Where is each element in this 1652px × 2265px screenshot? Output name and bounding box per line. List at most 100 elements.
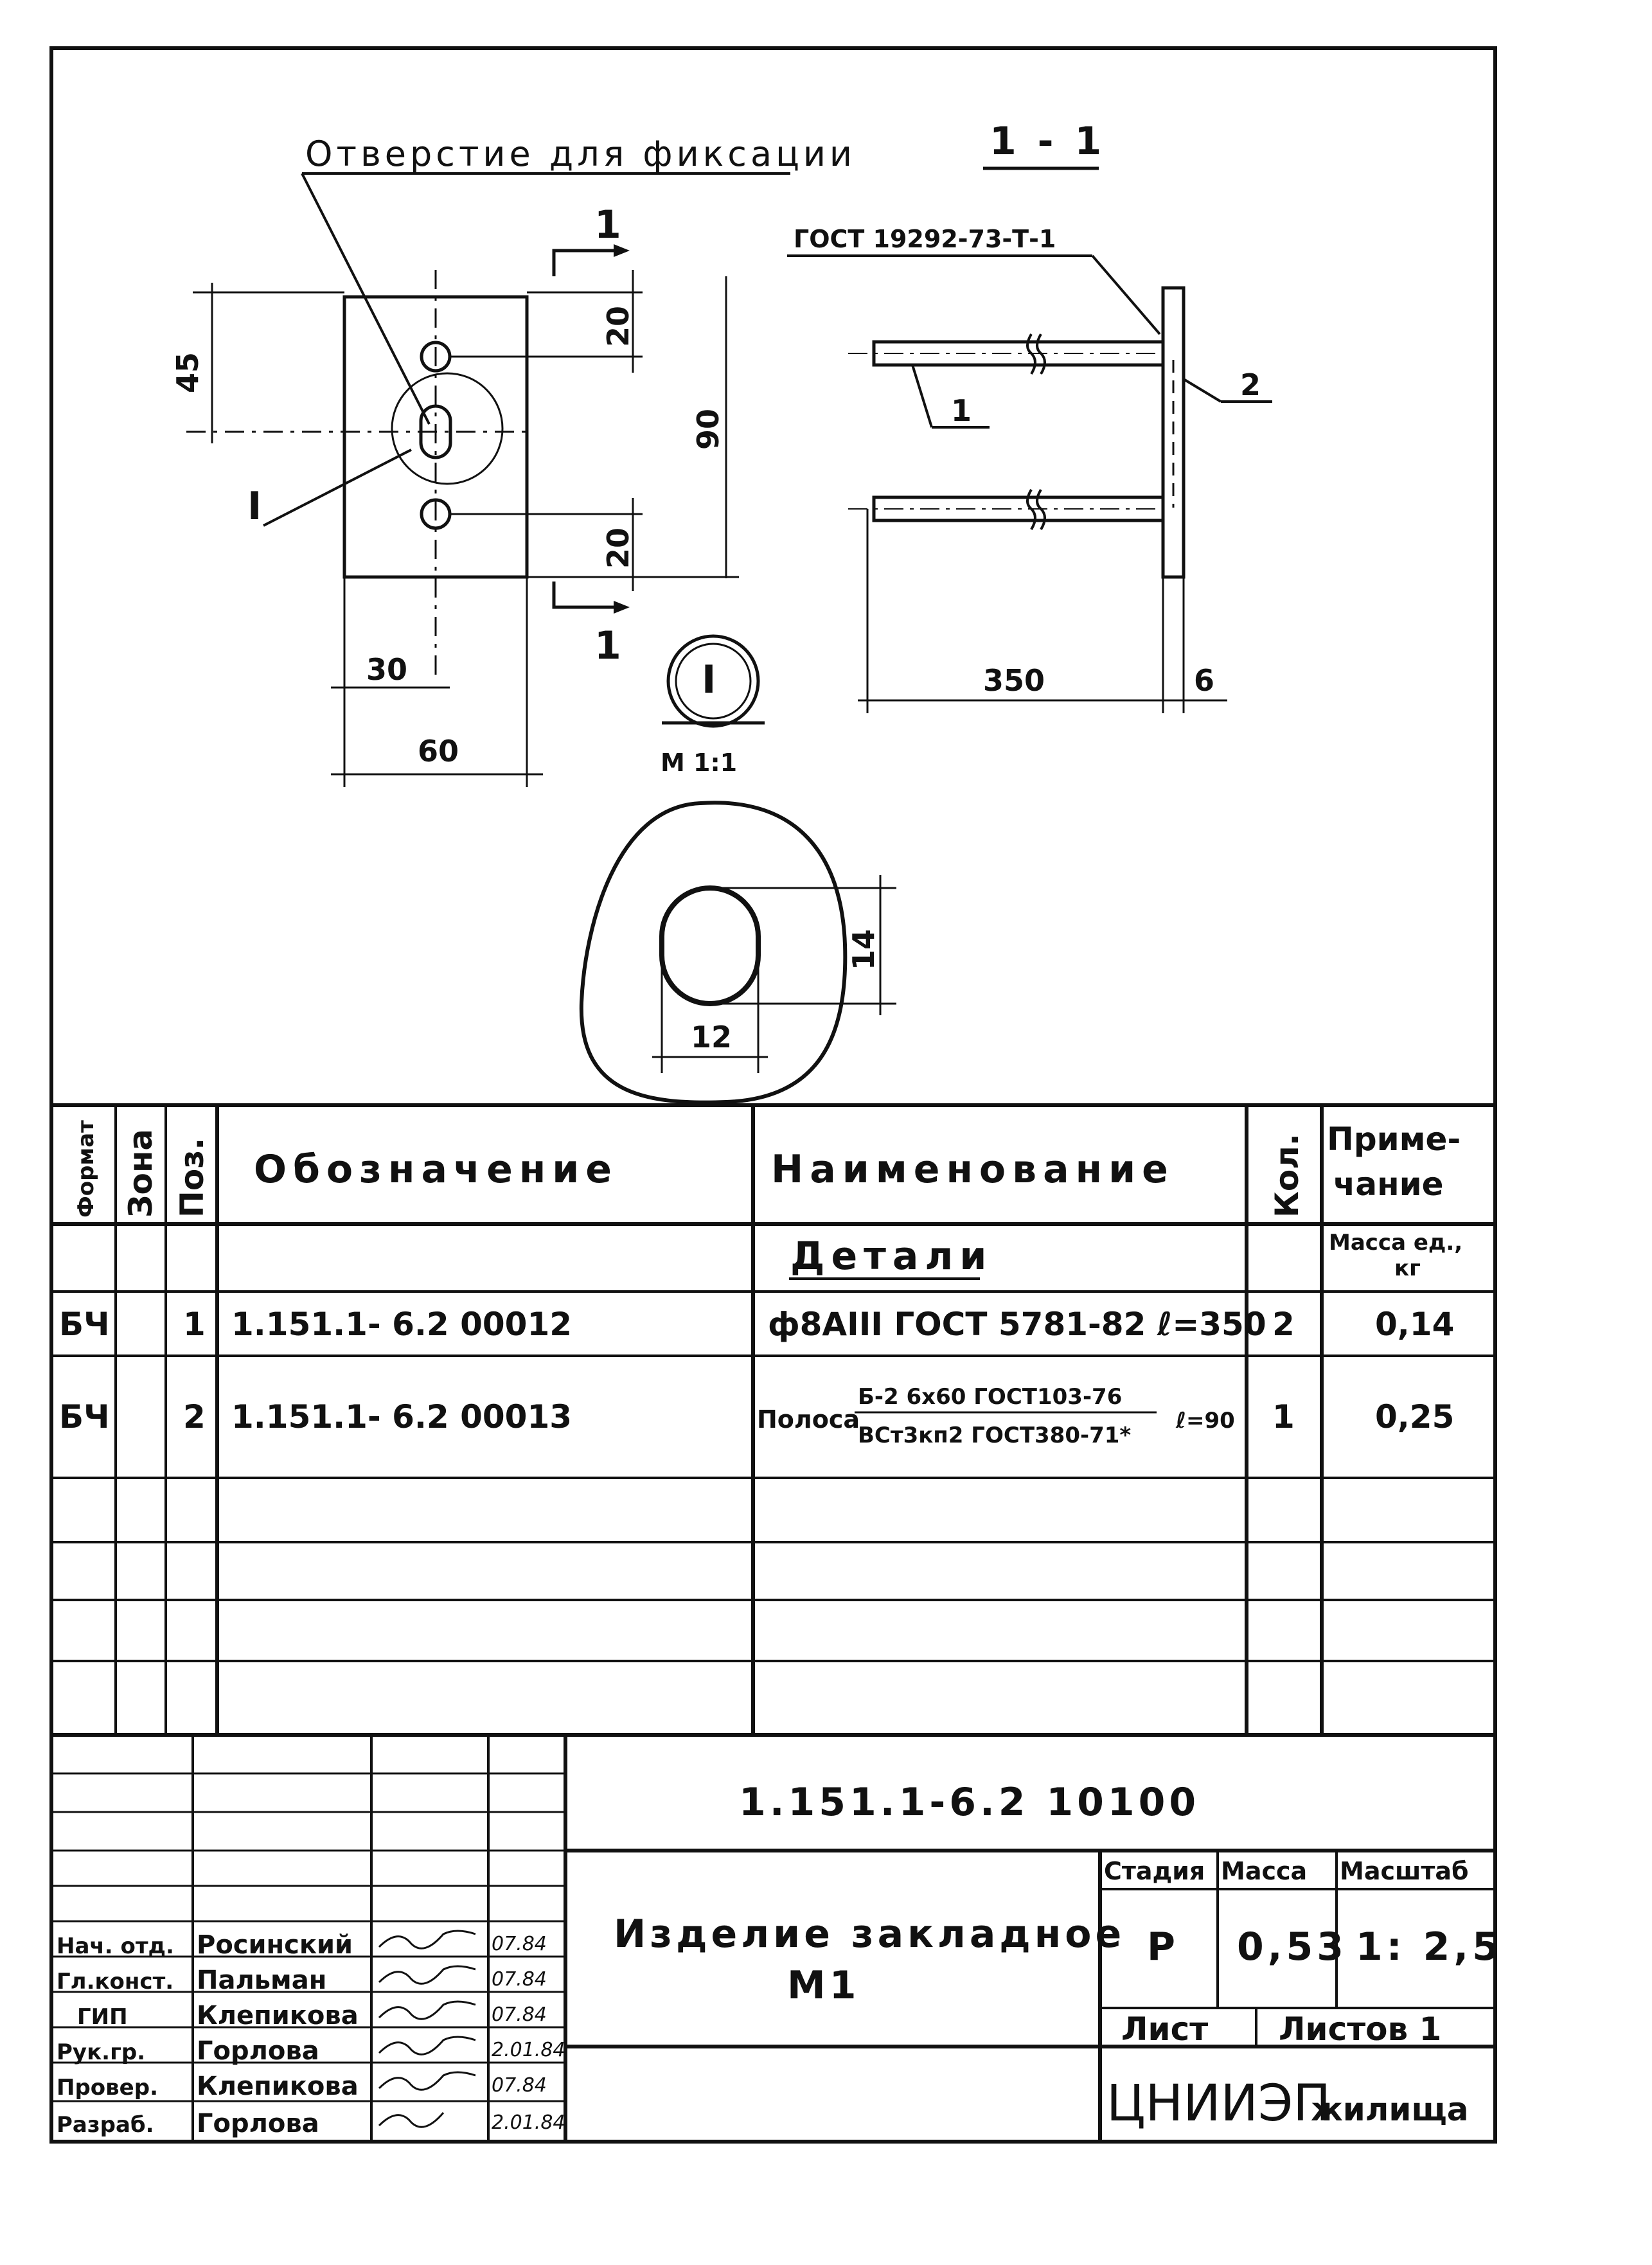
person-1: Пальман	[197, 1966, 326, 1995]
sheets-label: Листов 1	[1279, 2011, 1441, 2048]
hole-leader	[301, 173, 431, 425]
date-3: 2.01.84	[492, 2039, 565, 2061]
person-5: Горлова	[197, 2109, 319, 2138]
row2-name-prefix: Полоса	[757, 1405, 860, 1434]
detail-ref-circle-label: I	[702, 657, 720, 702]
dim-12: 12	[691, 1020, 732, 1054]
hole-label: Отверстие для фиксации	[305, 134, 856, 174]
section-arrow-bottom	[614, 601, 630, 614]
person-4: Клепикова	[197, 2072, 359, 2101]
date-0: 07.84	[492, 1933, 547, 1955]
role-2: ГИП	[77, 2004, 128, 2030]
detail-slot	[659, 885, 761, 1006]
date-1: 07.84	[492, 1968, 547, 1991]
hdr-note-1: Приме-	[1327, 1121, 1461, 1158]
person-2: Клепикова	[197, 2001, 359, 2030]
role-3: Рук.гр.	[57, 2039, 145, 2065]
detail-callout-circle	[391, 372, 504, 485]
row2-pos: 2	[183, 1398, 206, 1435]
plan-view: Отверстие для фиксации I 1 1 45 20 90 20…	[170, 134, 856, 787]
dim-60: 60	[418, 734, 459, 768]
detail-scale: М 1:1	[661, 749, 737, 777]
section-mark-top-label: 1	[594, 202, 625, 247]
hdr-pos: Поз.	[173, 1138, 211, 1218]
dim-30: 30	[366, 652, 407, 687]
hdr-note-2: чание	[1333, 1166, 1444, 1203]
person-3: Горлова	[197, 2036, 319, 2066]
hdr-designation: Обозначение	[254, 1147, 618, 1192]
date-2: 07.84	[492, 2003, 547, 2026]
weld-standard: ГОСТ 19292-73-Т-1	[794, 225, 1056, 253]
product-name-1: Изделие закладное	[614, 1912, 1125, 1957]
row2-name-top: Б-2 6х60 ГОСТ103-76	[858, 1384, 1122, 1410]
mass-label: Масса ед.,	[1329, 1230, 1462, 1256]
section-view: 1 - 1 ГОСТ 19292-73-Т-1 1 2 350 6	[787, 119, 1272, 713]
role-5: Разраб.	[57, 2112, 154, 2138]
spec-table: Формат Зона Поз. Обозначение Наименовани…	[51, 1103, 1495, 1737]
pos1-leader	[911, 364, 933, 428]
role-4: Провер.	[57, 2075, 158, 2101]
date-5: 2.01.84	[492, 2111, 565, 2134]
hole-slot	[419, 404, 452, 459]
section-title: 1 - 1	[990, 119, 1105, 164]
hdr-qty: Кол.	[1268, 1133, 1306, 1218]
row2-name-bottom: ВСт3кп2 ГОСТ380-71*	[858, 1423, 1131, 1448]
row1-format: БЧ	[59, 1306, 110, 1343]
detail-ref-label: I	[247, 484, 265, 529]
break-bottom	[1026, 488, 1046, 531]
row1-qty: 2	[1272, 1306, 1295, 1343]
signature-5	[378, 2112, 445, 2128]
section-arrow-top	[614, 244, 630, 257]
detail-view: I М 1:1 14 12	[579, 634, 896, 1105]
org-suffix: жилища	[1311, 2091, 1468, 2128]
weld-leader	[1091, 254, 1161, 335]
dim-90: 90	[691, 409, 725, 450]
stage-value: Р	[1147, 1924, 1179, 1969]
doc-number: 1.151.1-6.2 10100	[739, 1780, 1200, 1825]
row2-qty: 1	[1272, 1398, 1295, 1435]
plate-section	[1161, 286, 1186, 579]
signature-3	[378, 2036, 476, 2056]
hdr-name: Наименование	[771, 1147, 1175, 1192]
pos2-leader	[1182, 378, 1222, 403]
section-label-details: Детали	[790, 1234, 993, 1279]
row2-note: 0,25	[1375, 1398, 1454, 1435]
detail-leader	[263, 449, 412, 527]
dim-14: 14	[846, 929, 881, 970]
mass-header: Масса	[1221, 1857, 1307, 1885]
signature-4	[378, 2071, 476, 2091]
detail-ref-circle-inner	[675, 643, 752, 720]
pos1-label: 1	[951, 393, 972, 428]
signature-0	[378, 1930, 476, 1950]
section-mark-bottom-label: 1	[594, 623, 625, 668]
pos2-label: 2	[1240, 368, 1261, 402]
stage-label: Стадия	[1104, 1857, 1205, 1885]
person-0: Росинский	[197, 1930, 353, 1960]
dim-45: 45	[170, 352, 205, 393]
org-name: ЦНИИЭП	[1106, 2075, 1331, 2133]
scale-header: Масштаб	[1340, 1857, 1469, 1885]
dim-6: 6	[1194, 663, 1214, 698]
product-name-2: М1	[787, 1963, 860, 2008]
row1-name: ф8АIII ГОСТ 5781-82 ℓ=350	[768, 1306, 1266, 1343]
row2-name-suffix: ℓ=90	[1175, 1408, 1235, 1434]
section-mark-top	[552, 249, 614, 276]
signature-2	[378, 2000, 476, 2020]
row1-note: 0,14	[1375, 1306, 1454, 1343]
title-block: 1.151.1-6.2 10100 Изделие закладное М1 С…	[51, 1735, 1503, 2142]
role-0: Нач. отд.	[57, 1933, 174, 1959]
row2-format: БЧ	[59, 1398, 110, 1435]
section-mark-bottom	[552, 582, 614, 609]
row1-designation: 1.151.1- 6.2 00012	[231, 1306, 572, 1343]
dim-20-bottom: 20	[601, 528, 635, 569]
hdr-zone: Зона	[122, 1129, 159, 1218]
sheet-label: Лист	[1121, 2011, 1208, 2048]
scale-value: 1: 2,5	[1356, 1924, 1503, 1969]
mass-value: 0,53	[1237, 1924, 1347, 1969]
mass-unit: кг	[1394, 1256, 1421, 1281]
date-4: 07.84	[492, 2074, 547, 2097]
hdr-format: Формат	[73, 1120, 99, 1218]
role-1: Гл.конст.	[57, 1969, 173, 1994]
signature-1	[378, 1965, 476, 1985]
row2-designation: 1.151.1- 6.2 00013	[231, 1398, 572, 1435]
